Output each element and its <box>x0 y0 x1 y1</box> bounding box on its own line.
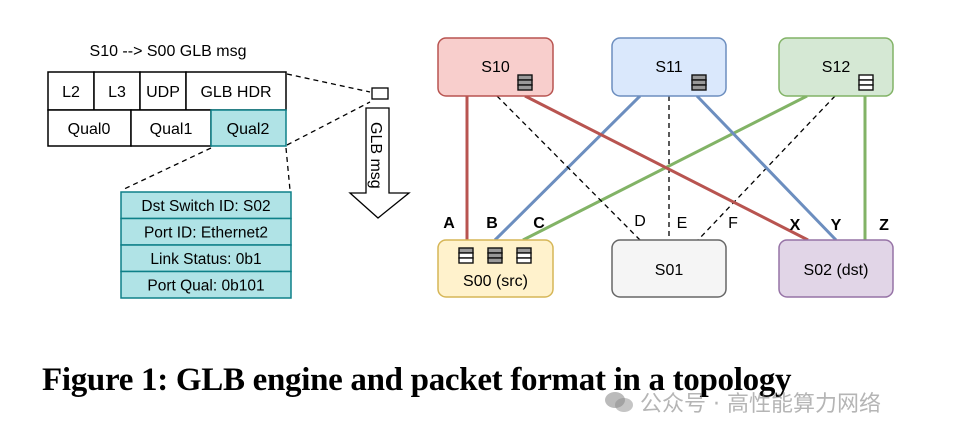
queue-slot-full <box>691 74 707 81</box>
switch-label: S02 (dst) <box>804 262 869 279</box>
queue-slot-full <box>516 247 532 254</box>
field-qual1: Qual1 <box>150 121 193 138</box>
packet-title: S10 --> S00 GLB msg <box>90 43 247 60</box>
field-udp-box <box>139 71 187 111</box>
detail-field-box <box>120 244 292 273</box>
watermark-text: 公众号 · 高性能算力网络 <box>640 392 881 417</box>
link-label-e: E <box>677 215 688 232</box>
queue-icon <box>858 74 874 91</box>
queue-slot-empty <box>516 252 532 259</box>
glb-msg-arrow: GLB msg <box>348 107 411 219</box>
detail-field: Link Status: 0b1 <box>150 251 261 268</box>
queue-slot-full <box>691 84 707 91</box>
queue-icon <box>458 247 474 264</box>
switch-label: S01 <box>655 262 684 279</box>
queue-slot-empty <box>458 257 474 264</box>
detail-line-right <box>285 147 291 191</box>
field-qual0: Qual0 <box>68 121 111 138</box>
queue-slot-full <box>517 74 533 81</box>
queue-icon <box>516 247 532 264</box>
switch-s02: S02 (dst) <box>778 239 894 298</box>
queue-slot-full <box>517 79 533 86</box>
zoom-line-top <box>286 73 371 93</box>
packet-row-1: L2 L3 UDP GLB HDR <box>47 71 287 111</box>
queue-slot-empty <box>858 79 874 86</box>
switch-label: S10 <box>481 59 510 76</box>
down-arrow-icon <box>348 107 411 219</box>
field-l2: L2 <box>62 84 80 101</box>
link-label-f: F <box>728 215 738 232</box>
queue-slot-empty <box>858 74 874 81</box>
queue-slot-empty <box>516 257 532 264</box>
switch-s10: S10 <box>437 37 554 97</box>
zoom-line-bottom <box>286 101 371 146</box>
queue-slot-full <box>458 247 474 254</box>
switch-s11: S11 <box>611 37 727 97</box>
link-label-c: C <box>533 215 545 232</box>
field-qual0-box <box>47 109 132 147</box>
link-label-a: A <box>443 215 455 232</box>
detail-field-box <box>120 191 292 220</box>
link-label-x: X <box>790 217 801 234</box>
link-label-b: B <box>486 215 498 232</box>
field-l3: L3 <box>108 84 126 101</box>
figure-caption: Figure 1: GLB engine and packet format i… <box>42 362 792 398</box>
switch-label: S11 <box>655 59 682 76</box>
packet-row-2: Qual0 Qual1 Qual2 <box>47 109 287 147</box>
field-qual2: Qual2 <box>227 121 270 138</box>
queue-slot-full <box>487 247 503 254</box>
queue-slot-full <box>487 252 503 259</box>
detail-line-left <box>121 147 212 191</box>
link-x <box>524 94 809 242</box>
queue-slot-full <box>517 84 533 91</box>
arrow-label: GLB msg <box>367 122 384 189</box>
switch-s00: S00 (src) <box>437 239 554 298</box>
queue-icon <box>517 74 533 91</box>
watermark: 公众号 · 高性能算力网络 <box>604 386 881 418</box>
field-qual2-box <box>210 109 287 147</box>
link-label-y: Y <box>831 217 842 234</box>
queue-slot-empty <box>858 84 874 91</box>
link-b <box>493 94 642 242</box>
field-udp: UDP <box>146 84 180 101</box>
switch-label: S00 (src) <box>463 273 528 290</box>
queue-slot-empty <box>458 252 474 259</box>
links <box>465 94 867 242</box>
detail-field: Port ID: Ethernet2 <box>144 225 268 242</box>
switch-label: S12 <box>822 59 851 76</box>
field-glb-hdr-box <box>185 71 287 111</box>
link-d <box>496 95 641 241</box>
detail-field: Dst Switch ID: S02 <box>141 198 270 215</box>
field-glb-hdr: GLB HDR <box>200 84 271 101</box>
wechat-icon <box>605 392 633 412</box>
switch-box <box>611 239 727 298</box>
field-qual1-box <box>130 109 212 147</box>
queue-icon <box>691 74 707 91</box>
queue-slot-full <box>691 79 707 86</box>
link-label-d: D <box>634 213 646 230</box>
queue-icon <box>487 247 503 264</box>
switch-s12: S12 <box>778 37 894 97</box>
packet-icon <box>371 87 389 100</box>
detail-field-box <box>120 270 292 299</box>
link-label-z: Z <box>879 217 889 234</box>
queue-slot-full <box>487 257 503 264</box>
detail-field: Port Qual: 0b101 <box>147 278 264 295</box>
switch-s01: S01 <box>611 239 727 298</box>
link-y <box>695 94 838 242</box>
switch-box <box>778 239 894 298</box>
